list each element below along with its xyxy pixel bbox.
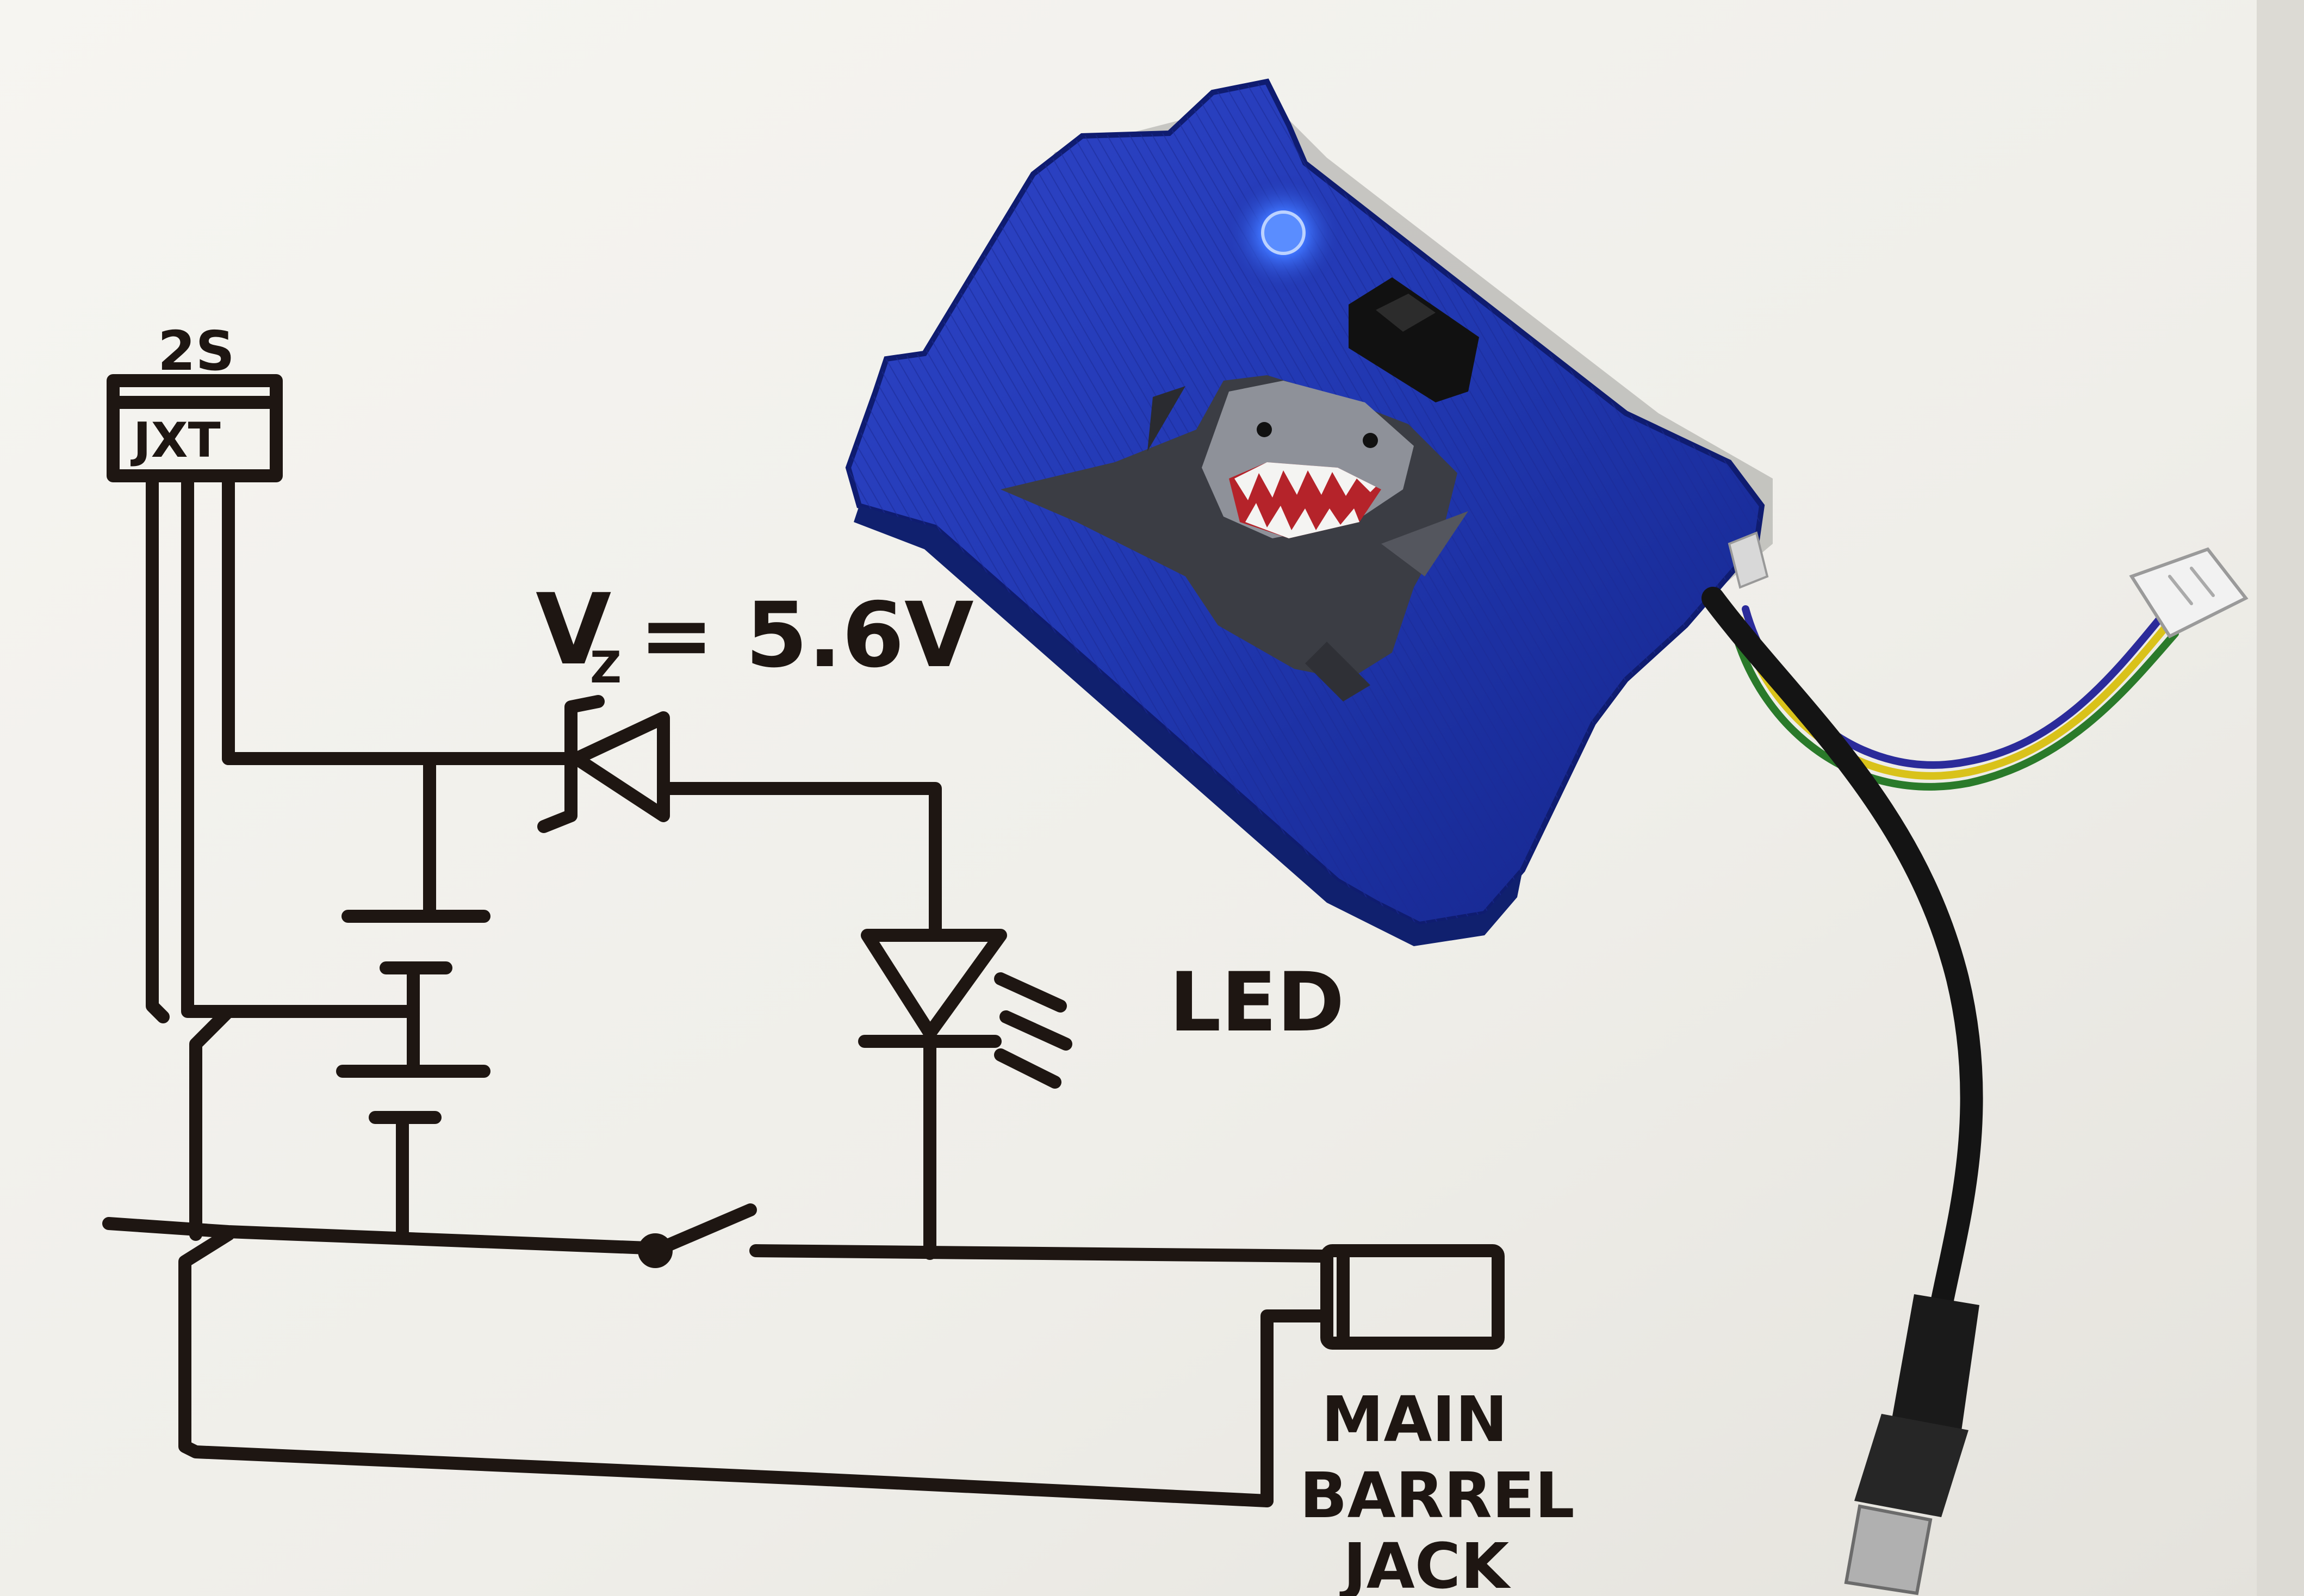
label-vz-subscript: Z: [590, 642, 622, 693]
barrel-jack-body: [1320, 1244, 1505, 1350]
balance-wire-yellow: [1736, 616, 2171, 780]
schematic-labels: 2S JXT V Z = 5.6V LED MAIN BARREL JACK: [131, 319, 1575, 1596]
label-vz-prefix: V: [536, 573, 611, 687]
shark-decal: [1001, 375, 1468, 701]
led-ray-1: [994, 972, 1067, 1013]
wire-switch-to-jack: [749, 1244, 1333, 1263]
barrel-cable: [1701, 587, 1983, 1316]
paper-edge-shadow: [2257, 0, 2304, 1596]
zener-diode-triangle: [570, 711, 670, 822]
wire-zener-to-led: [657, 782, 942, 942]
device: [845, 78, 1773, 946]
barrel-plug-tip: [1844, 1504, 1933, 1595]
barrel-plug[interactable]: [1844, 1294, 1979, 1595]
led-ray-2: [999, 1010, 1072, 1051]
device-side-edge: [854, 506, 1523, 946]
lead-left: [146, 469, 170, 1023]
battery-connector-box: [107, 374, 283, 482]
shark-eye-right: [1363, 433, 1378, 448]
wire-mid-lead: [189, 1005, 235, 1241]
power-switch-slider: [1376, 294, 1436, 332]
balance-wire-green: [1731, 627, 2179, 791]
balance-plug-slot-2: [2190, 567, 2215, 597]
led-triangle: [861, 929, 1007, 1040]
label-jack-line1: MAIN: [1321, 1383, 1507, 1456]
power-switch[interactable]: [1349, 277, 1479, 402]
shark-teeth-bottom: [1245, 503, 1359, 538]
cables: [1701, 547, 2249, 1595]
switch-blade: [649, 1203, 757, 1257]
led-ray-3: [994, 1048, 1061, 1089]
barrel-plug-boot: [1887, 1294, 1979, 1457]
wire-jack-return: [1260, 1309, 1333, 1507]
label-2s: 2S: [158, 319, 235, 383]
balance-plug-body: [2129, 547, 2249, 638]
zener-diode-bar: [537, 695, 605, 833]
shark-eye-left: [1257, 422, 1272, 437]
schematic: [102, 374, 1505, 1507]
status-led: [1261, 210, 1306, 255]
barrel-plug-grip: [1854, 1414, 1968, 1517]
lead-mid: [181, 469, 235, 1018]
label-vz-value: = 5.6V: [639, 583, 974, 687]
balance-plug[interactable]: [2129, 547, 2249, 638]
shark-teeth-top: [1234, 462, 1376, 500]
shark-fin-side: [1381, 511, 1468, 576]
shark-tail: [1305, 642, 1370, 701]
balance-plug-slot-1: [2168, 575, 2193, 605]
label-jxt: JXT: [131, 412, 221, 468]
label-jack-line3: JACK: [1339, 1530, 1511, 1596]
shark-fin: [1147, 386, 1185, 451]
label-led: LED: [1169, 955, 1345, 1050]
label-jack-line2: BARREL: [1300, 1460, 1575, 1532]
enclosure-port: [1728, 531, 1769, 589]
wire-return-loop: [178, 1228, 1274, 1507]
